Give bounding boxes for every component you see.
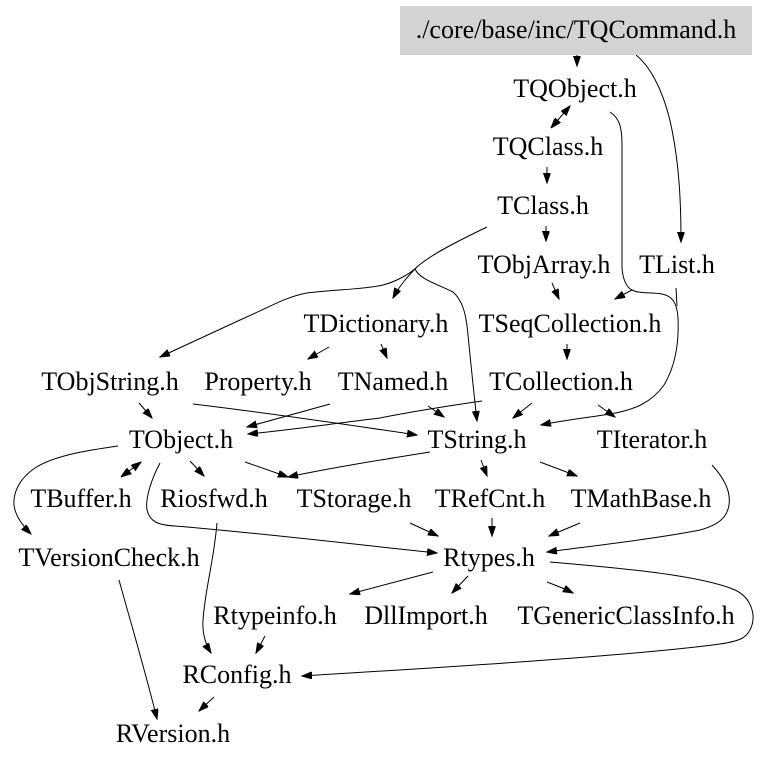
edge-tobject-to-riosfwd: [189, 460, 204, 476]
edge-rconfig-to-rversion: [199, 696, 215, 711]
node-trefcnt[interactable]: TRefCnt.h: [435, 484, 546, 513]
edge-riosfwd-to-rconfig: [203, 522, 218, 653]
edge-tstring-to-tmathbase: [539, 461, 577, 476]
node-label[interactable]: TCollection.h: [489, 367, 633, 396]
node-label[interactable]: TMathBase.h: [571, 484, 712, 513]
edge-tcollection-to-titerator: [597, 404, 615, 417]
edge-rtypes-to-tgenericclassinfo: [546, 581, 573, 593]
edge-tobjarray-to-tseqcollection: [552, 282, 559, 299]
node-tstring[interactable]: TString.h: [428, 425, 527, 454]
node-tstorage[interactable]: TStorage.h: [297, 484, 412, 513]
edge-tqobject-tqclass-bidirectional: [551, 106, 570, 128]
edge-tclass-to-tobjstring: [160, 266, 418, 357]
edge-tdictionary-to-tnamed: [381, 343, 387, 358]
node-label[interactable]: DllImport.h: [364, 601, 488, 630]
edge-rtypes-to-rtypeinfo: [350, 571, 434, 594]
node-dllimport[interactable]: DllImport.h: [364, 601, 488, 630]
node-tobjarray[interactable]: TObjArray.h: [478, 250, 611, 279]
node-label[interactable]: TRefCnt.h: [435, 484, 546, 513]
edge-tmathbase-to-rtypes: [549, 522, 581, 536]
node-rversion[interactable]: RVersion.h: [116, 719, 230, 748]
edge-rtypes-to-dllimport: [452, 575, 469, 593]
edge-tcollection-to-tobject: [248, 400, 483, 434]
node-label[interactable]: TObjArray.h: [478, 250, 611, 279]
node-label[interactable]: TNamed.h: [338, 367, 448, 396]
node-property[interactable]: Property.h: [204, 367, 311, 396]
edges: [13, 54, 754, 719]
edge-tclass-to-tdictionary: [393, 226, 488, 298]
node-label[interactable]: TStorage.h: [297, 484, 412, 513]
node-label[interactable]: TDictionary.h: [304, 309, 449, 338]
node-tobject[interactable]: TObject.h: [129, 425, 233, 454]
edge-tclass-to-tstring: [414, 268, 477, 421]
edge-rtypes-to-rconfig: [302, 561, 754, 676]
edge-tstring-to-trefcnt: [481, 459, 487, 476]
node-tgenericclassinfo[interactable]: TGenericClassInfo.h: [517, 601, 734, 630]
edge-tqcommand-to-tlist: [635, 54, 681, 242]
node-label[interactable]: Riosfwd.h: [160, 484, 268, 513]
node-label[interactable]: TBuffer.h: [30, 484, 131, 513]
node-label[interactable]: TString.h: [428, 425, 527, 454]
node-label[interactable]: TGenericClassInfo.h: [517, 601, 734, 630]
edge-tobject-to-tstorage: [244, 461, 288, 477]
nodes: ./core/base/inc/TQCommand.h TQObject.h T…: [18, 6, 752, 748]
edge-tobject-to-tversioncheck: [13, 445, 119, 534]
node-root-tqcommand: ./core/base/inc/TQCommand.h: [400, 6, 752, 55]
node-tmathbase[interactable]: TMathBase.h: [571, 484, 712, 513]
edge-titerator-to-rtypes: [547, 464, 730, 552]
edge-tobject-to-rtypes: [146, 462, 437, 553]
node-label[interactable]: TSeqCollection.h: [479, 309, 662, 338]
node-tseqcollection[interactable]: TSeqCollection.h: [479, 309, 662, 338]
node-tqclass[interactable]: TQClass.h: [493, 132, 604, 161]
node-label[interactable]: RVersion.h: [116, 719, 230, 748]
node-tlist[interactable]: TList.h: [639, 250, 715, 279]
node-rtypeinfo[interactable]: Rtypeinfo.h: [213, 601, 337, 630]
edge-tobjstring-to-tobject: [138, 402, 152, 418]
node-label[interactable]: TQObject.h: [513, 74, 636, 103]
node-label[interactable]: RConfig.h: [182, 660, 291, 689]
node-label[interactable]: TObjString.h: [41, 367, 178, 396]
node-titerator[interactable]: TIterator.h: [597, 425, 707, 454]
node-label[interactable]: TVersionCheck.h: [18, 543, 199, 572]
node-label[interactable]: TIterator.h: [597, 425, 707, 454]
root-node-highlight: [400, 6, 752, 55]
node-label[interactable]: TObject.h: [129, 425, 233, 454]
edge-tdictionary-to-property: [308, 346, 330, 359]
node-label[interactable]: TList.h: [639, 250, 715, 279]
node-tclass[interactable]: TClass.h: [497, 191, 589, 220]
edge-tversioncheck-to-rversion: [118, 579, 157, 719]
node-rconfig[interactable]: RConfig.h: [182, 660, 291, 689]
edge-tcollection-to-tstring: [513, 402, 533, 418]
node-tdictionary[interactable]: TDictionary.h: [304, 309, 449, 338]
edge-tnamed-to-tstring: [427, 405, 444, 417]
edge-tqobject-to-tstring-curve: [541, 289, 679, 425]
edge-tstring-to-tstorage: [288, 451, 431, 477]
node-tqobject[interactable]: TQObject.h: [513, 74, 636, 103]
node-rtypes[interactable]: Rtypes.h: [443, 543, 535, 572]
node-label[interactable]: Rtypes.h: [443, 543, 535, 572]
edge-tstorage-to-rtypes: [409, 522, 438, 536]
edge-tobject-tbuffer-bidirectional: [121, 462, 141, 477]
edge-tobjstring-to-tstring: [192, 403, 417, 435]
node-label[interactable]: Property.h: [204, 367, 311, 396]
edge-rtypeinfo-to-rconfig: [256, 635, 266, 653]
edge-tlist-stub: [675, 287, 678, 307]
node-tversioncheck[interactable]: TVersionCheck.h: [18, 543, 199, 572]
node-label[interactable]: TQClass.h: [493, 132, 604, 161]
node-tcollection[interactable]: TCollection.h: [489, 367, 633, 396]
node-tnamed[interactable]: TNamed.h: [338, 367, 448, 396]
node-label[interactable]: Rtypeinfo.h: [213, 601, 337, 630]
edge-tqobject-to-tseqcollection-curve: [609, 111, 634, 299]
node-riosfwd[interactable]: Riosfwd.h: [160, 484, 268, 513]
edge-tnamed-to-tobject: [247, 403, 331, 427]
node-label[interactable]: TClass.h: [497, 191, 589, 220]
node-tobjstring[interactable]: TObjString.h: [41, 367, 178, 396]
node-label: ./core/base/inc/TQCommand.h: [416, 15, 737, 44]
node-tbuffer[interactable]: TBuffer.h: [30, 484, 131, 513]
